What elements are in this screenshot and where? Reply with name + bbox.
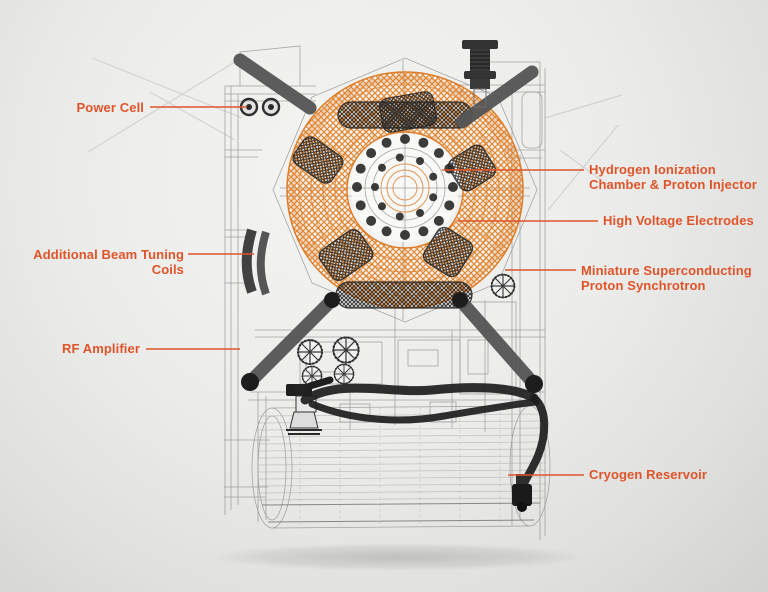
label-power-cell: Power Cell bbox=[76, 100, 144, 115]
label-cryogen-reservoir: Cryogen Reservoir bbox=[589, 467, 708, 482]
label-high-voltage-electrodes: High Voltage Electrodes bbox=[603, 213, 754, 228]
top-valve-stack bbox=[462, 40, 498, 108]
beam-tubes bbox=[233, 53, 543, 393]
injector-hub bbox=[351, 134, 459, 242]
label-rf-amplifier: RF Amplifier bbox=[61, 341, 140, 356]
label-additional-beam-tuning-coils: Additional Beam Tuning Coils bbox=[33, 247, 184, 277]
floor-shadow bbox=[208, 543, 588, 571]
leader-lines bbox=[146, 106, 598, 476]
cryogen-tank bbox=[251, 405, 551, 529]
electrode-dot-ring bbox=[352, 134, 458, 240]
label-hydrogen-ionization-chamber: Hydrogen Ionization Chamber & Proton Inj… bbox=[589, 162, 757, 192]
cryogen-hose bbox=[300, 383, 549, 512]
background-sketch-lines bbox=[87, 57, 623, 211]
label-miniature-superconducting-proton-synchrotron: Miniature Superconducting Proton Synchro… bbox=[581, 263, 752, 293]
